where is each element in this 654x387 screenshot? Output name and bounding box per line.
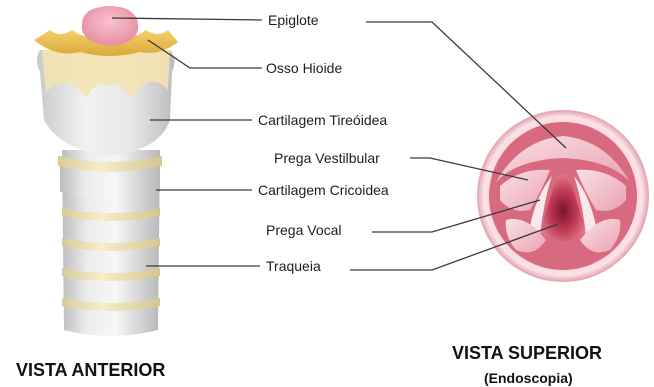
- caption-vista-anterior: VISTA ANTERIOR: [16, 360, 165, 381]
- label-cartilagem-cricoidea: Cartilagem Cricoidea: [258, 182, 389, 198]
- label-prega-vocal: Prega Vocal: [266, 222, 342, 238]
- label-epiglote: Epiglote: [268, 12, 319, 28]
- caption-endoscopia: (Endoscopia): [484, 370, 573, 386]
- label-cartilagem-tireoidea: Cartilagem Tireóidea: [258, 112, 387, 128]
- caption-vista-superior: VISTA SUPERIOR: [452, 343, 602, 364]
- label-prega-vestibular: Prega Vestilbular: [274, 150, 380, 166]
- label-osso-hioide: Osso Hioide: [266, 60, 342, 76]
- epiglottis-shape: [82, 6, 138, 46]
- label-traqueia: Traqueia: [266, 258, 321, 274]
- superior-view: [477, 110, 649, 282]
- anterior-view: [34, 6, 178, 336]
